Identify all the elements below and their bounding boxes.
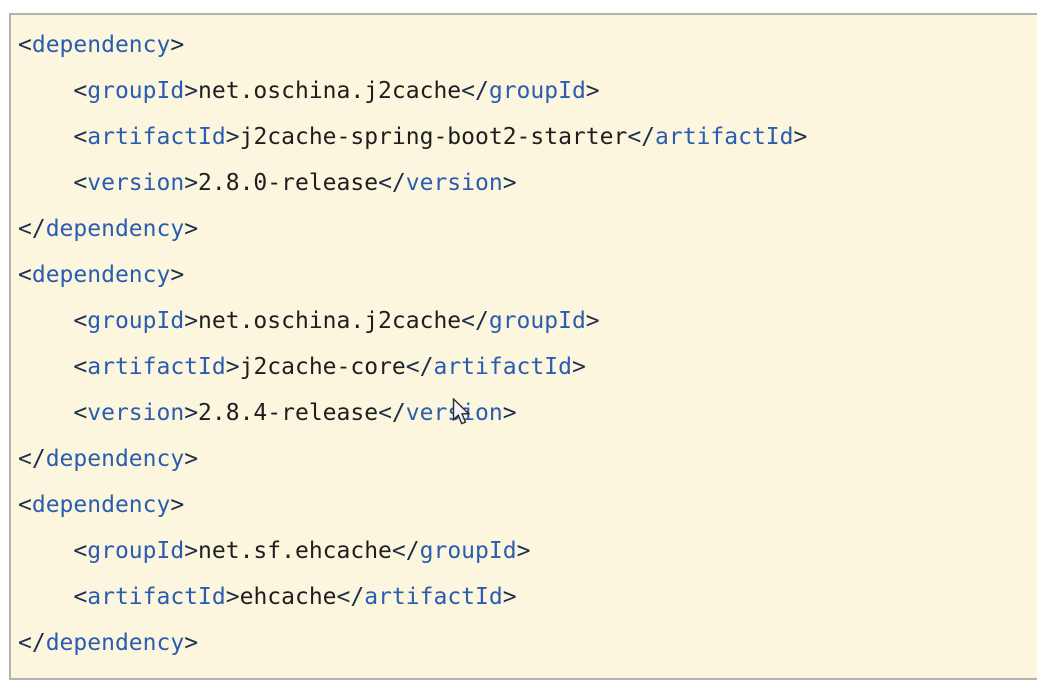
code-line: <artifactId>j2cache-spring-boot2-starter… bbox=[18, 114, 1037, 160]
code-token-punct: </ bbox=[18, 630, 46, 656]
code-token-text: net.sf.ehcache bbox=[198, 538, 392, 564]
code-token-punct: < bbox=[18, 32, 32, 58]
code-token-punct: </ bbox=[378, 400, 406, 426]
code-token-punct: > bbox=[225, 124, 240, 150]
code-token-text: net.oschina.j2cache bbox=[198, 308, 462, 334]
code-token-punct: > bbox=[184, 78, 199, 104]
code-token-tag: version bbox=[405, 170, 503, 196]
code-line: <artifactId>j2cache-core</artifactId> bbox=[18, 344, 1037, 390]
code-token-punct: < bbox=[73, 78, 88, 104]
code-token-tag: groupId bbox=[87, 308, 185, 334]
code-token-punct: < bbox=[73, 400, 88, 426]
code-token-text bbox=[18, 308, 73, 334]
code-token-text: net.oschina.j2cache bbox=[198, 78, 462, 104]
code-token-punct: < bbox=[73, 538, 88, 564]
code-token-text bbox=[18, 538, 73, 564]
code-token-tag: artifactId bbox=[364, 584, 503, 610]
code-line: <dependency> bbox=[18, 252, 1037, 298]
code-token-text bbox=[18, 170, 73, 196]
code-token-punct: </ bbox=[18, 446, 46, 472]
code-token-tag: dependency bbox=[45, 630, 185, 656]
code-token-punct: < bbox=[73, 308, 88, 334]
code-line: <dependency> bbox=[18, 482, 1037, 528]
code-token-punct: > bbox=[184, 308, 199, 334]
code-token-tag: artifactId bbox=[655, 124, 794, 150]
code-token-tag: groupId bbox=[87, 78, 185, 104]
code-token-text bbox=[18, 584, 73, 610]
code-token-tag: version bbox=[405, 400, 503, 426]
code-line: </dependency> bbox=[18, 620, 1037, 666]
code-token-punct: > bbox=[585, 308, 600, 334]
code-token-punct: > bbox=[184, 446, 199, 472]
code-token-punct: > bbox=[170, 262, 185, 288]
code-token-punct: > bbox=[225, 584, 240, 610]
code-token-tag: groupId bbox=[419, 538, 517, 564]
code-line: <artifactId>ehcache</artifactId> bbox=[18, 574, 1037, 620]
code-token-punct: < bbox=[18, 262, 32, 288]
code-token-punct: </ bbox=[18, 216, 46, 242]
code-token-punct: > bbox=[184, 216, 199, 242]
code-token-punct: </ bbox=[461, 78, 489, 104]
code-token-tag: artifactId bbox=[87, 584, 226, 610]
code-token-punct: < bbox=[73, 584, 88, 610]
code-token-punct: > bbox=[502, 400, 517, 426]
code-token-text: j2cache-spring-boot2-starter bbox=[239, 124, 628, 150]
code-token-tag: version bbox=[87, 170, 185, 196]
code-token-tag: dependency bbox=[31, 262, 171, 288]
code-token-punct: > bbox=[502, 170, 517, 196]
code-token-text bbox=[18, 78, 73, 104]
code-token-text: ehcache bbox=[239, 584, 337, 610]
code-token-punct: > bbox=[184, 630, 199, 656]
code-token-punct: > bbox=[585, 78, 600, 104]
code-token-punct: </ bbox=[461, 308, 489, 334]
code-token-text bbox=[18, 124, 73, 150]
code-line: <groupId>net.oschina.j2cache</groupId> bbox=[18, 68, 1037, 114]
code-token-punct: > bbox=[184, 538, 199, 564]
code-token-punct: </ bbox=[405, 354, 434, 380]
code-line: <dependency> bbox=[18, 22, 1037, 68]
code-token-tag: dependency bbox=[45, 216, 185, 242]
code-token-tag: version bbox=[87, 400, 185, 426]
code-token-punct: > bbox=[170, 32, 185, 58]
code-token-punct: > bbox=[516, 538, 531, 564]
code-token-tag: artifactId bbox=[87, 354, 226, 380]
code-token-tag: groupId bbox=[488, 78, 586, 104]
code-token-punct: > bbox=[502, 584, 517, 610]
code-token-tag: groupId bbox=[87, 538, 185, 564]
code-block: <dependency> <groupId>net.oschina.j2cach… bbox=[9, 13, 1037, 680]
code-token-punct: > bbox=[184, 170, 199, 196]
xml-code: <dependency> <groupId>net.oschina.j2cach… bbox=[11, 15, 1037, 666]
code-token-punct: < bbox=[73, 124, 88, 150]
code-token-tag: dependency bbox=[31, 32, 171, 58]
code-token-text bbox=[18, 400, 73, 426]
code-token-punct: </ bbox=[336, 584, 365, 610]
code-token-punct: </ bbox=[378, 170, 406, 196]
code-token-tag: dependency bbox=[31, 492, 171, 518]
code-token-text: j2cache-core bbox=[239, 354, 406, 380]
code-token-punct: </ bbox=[391, 538, 420, 564]
code-token-tag: dependency bbox=[45, 446, 185, 472]
code-token-punct: > bbox=[793, 124, 808, 150]
code-line: </dependency> bbox=[18, 436, 1037, 482]
code-token-punct: > bbox=[184, 400, 199, 426]
code-token-punct: > bbox=[170, 492, 185, 518]
code-line: <groupId>net.oschina.j2cache</groupId> bbox=[18, 298, 1037, 344]
code-token-punct: </ bbox=[627, 124, 656, 150]
code-token-text: 2.8.4-release bbox=[198, 400, 379, 426]
code-token-punct: < bbox=[73, 354, 88, 380]
code-token-tag: groupId bbox=[488, 308, 586, 334]
code-token-punct: > bbox=[225, 354, 240, 380]
code-line: <version>2.8.4-release</version> bbox=[18, 390, 1037, 436]
code-token-punct: < bbox=[18, 492, 32, 518]
code-line: <groupId>net.sf.ehcache</groupId> bbox=[18, 528, 1037, 574]
code-line: <version>2.8.0-release</version> bbox=[18, 160, 1037, 206]
code-token-punct: < bbox=[73, 170, 88, 196]
code-line: </dependency> bbox=[18, 206, 1037, 252]
code-token-text bbox=[18, 354, 73, 380]
code-token-text: 2.8.0-release bbox=[198, 170, 379, 196]
code-token-tag: artifactId bbox=[433, 354, 572, 380]
code-token-punct: > bbox=[571, 354, 586, 380]
code-token-tag: artifactId bbox=[87, 124, 226, 150]
